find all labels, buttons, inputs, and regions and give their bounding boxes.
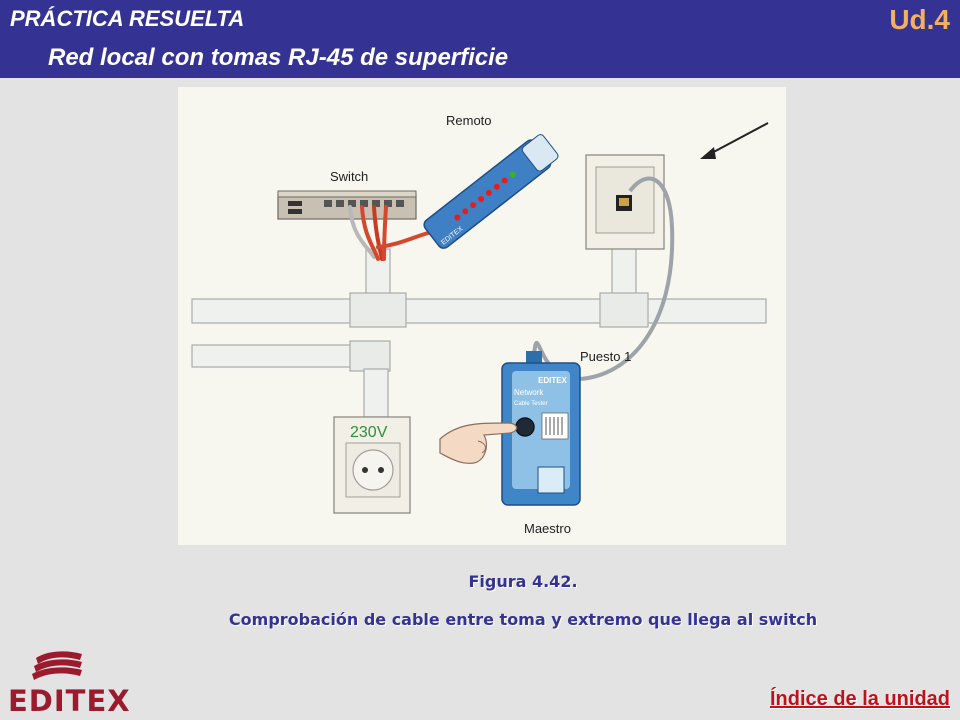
voltage-label: 230V xyxy=(350,424,388,441)
figure-number: Figura 4.42. xyxy=(468,572,578,591)
patch-cable xyxy=(532,176,675,382)
unit-label: Ud.4 xyxy=(889,4,950,35)
remote-label: Remoto xyxy=(446,113,492,128)
figure-diagram: Switch EDITEX Remoto xyxy=(178,87,786,545)
tester-model: Network xyxy=(514,388,544,397)
switch-label: Switch xyxy=(330,169,368,184)
page-subtitle: Red local con tomas RJ-45 de superficie xyxy=(48,44,509,71)
remote-tester: EDITEX xyxy=(423,134,559,249)
header-bar: PRÁCTICA RESUELTA Red local con tomas RJ… xyxy=(0,0,960,78)
switch-cables xyxy=(348,205,430,261)
cable-trunking xyxy=(191,246,767,418)
test-button xyxy=(515,417,535,437)
master-label: Maestro xyxy=(524,521,571,536)
tester-brand: EDITEX xyxy=(538,376,568,385)
tester-sub: Cable Tester xyxy=(514,401,548,407)
logo-text: EDITEX xyxy=(8,684,131,718)
workstation-label: Puesto 1 xyxy=(580,349,631,364)
figure-caption: Comprobación de cable entre toma y extre… xyxy=(228,610,818,629)
hand-icon xyxy=(439,422,518,464)
rj45-wall-socket xyxy=(585,154,665,250)
editex-logo-icon xyxy=(32,651,82,680)
switch-device xyxy=(277,190,417,220)
pointer-arrow-icon xyxy=(700,122,769,159)
power-socket: 230V xyxy=(333,416,411,514)
section-title: PRÁCTICA RESUELTA xyxy=(10,6,245,31)
main-tester: EDITEX Network Cable Tester xyxy=(501,351,581,506)
unit-index-link[interactable]: Índice de la unidad xyxy=(769,688,950,710)
network-diagram: Switch EDITEX Remoto xyxy=(191,113,769,536)
